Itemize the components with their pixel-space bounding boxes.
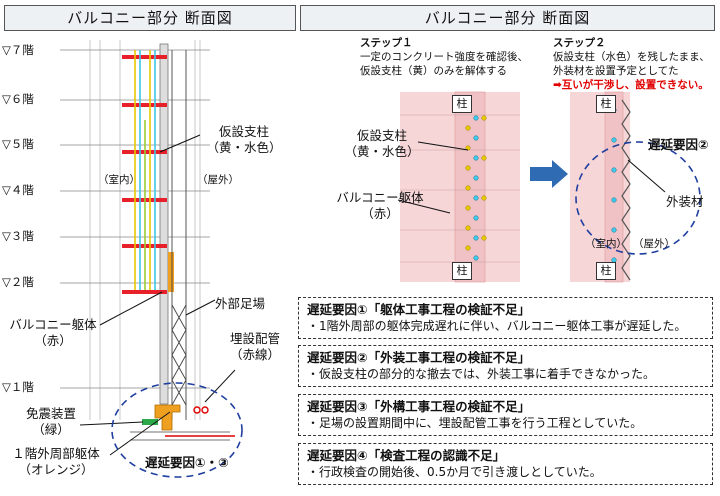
floor-7-label: ▽７階 bbox=[2, 43, 34, 57]
delay-factor-1-3-label: 遅延要因①・③ bbox=[145, 455, 229, 470]
exterior-material-label: 外装材 bbox=[666, 194, 704, 209]
reason-body-3: ・足場の設置期間中に、埋設配管工事を行う工程としていた。 bbox=[307, 416, 643, 430]
temp-support-label: 仮設支柱 （黄・水色） bbox=[206, 124, 282, 155]
outdoor-label: （屋外） bbox=[197, 174, 239, 186]
reason-title-1: 遅延要因①「躯体工事工程の検証不足」 bbox=[307, 302, 531, 317]
right-indoor-label: （室内） bbox=[585, 238, 627, 250]
step1-text: ステップ１ 一定のコンクリート強度を確認後、 仮設支柱（黄）のみを解体する bbox=[360, 37, 528, 77]
reason-box-2: 遅延要因②「外装工事工程の検証不足」 ・仮設支柱の部分的な撤去では、外装工事に着… bbox=[298, 345, 713, 387]
scaffold-label: 外部足場 bbox=[215, 296, 266, 311]
reason-body-2: ・仮設支柱の部分的な撤去では、外装工事に着手できなかった。 bbox=[307, 367, 656, 381]
indoor-label: （室内） bbox=[98, 174, 140, 186]
step2-text: ステップ２ 仮設支柱（水色）を残したまま、 外装材を設置予定としてた ➡互いが干… bbox=[553, 37, 710, 91]
seismic-device-label: 免震装置 （緑） bbox=[25, 406, 76, 437]
pillar-label-step2-bottom: 柱 bbox=[596, 262, 616, 280]
right-section-drawing bbox=[397, 91, 701, 283]
delay-factor-2-label: 遅延要因② bbox=[648, 137, 709, 152]
reason-title-2: 遅延要因②「外装工事工程の検証不足」 bbox=[307, 350, 531, 365]
floor-4-label: ▽４階 bbox=[2, 183, 34, 197]
balcony-body-label: バルコニー躯体 （赤） bbox=[9, 317, 97, 348]
pillar-label-step2-top: 柱 bbox=[596, 95, 616, 113]
perimeter-body-label: １階外周部躯体 （オレンジ） bbox=[12, 446, 100, 477]
pillar-label-step1-bottom: 柱 bbox=[452, 262, 472, 280]
floor-5-label: ▽５階 bbox=[2, 137, 34, 151]
reason-body-1: ・1階外周部の躯体完成遅れに伴い、バルコニー躯体工事が遅延した。 bbox=[307, 319, 687, 333]
reason-box-1: 遅延要因①「躯体工事工程の検証不足」 ・1階外周部の躯体完成遅れに伴い、バルコニ… bbox=[298, 297, 713, 339]
left-section-drawing bbox=[60, 40, 243, 478]
reason-title-3: 遅延要因③「外構工事工程の検証不足」 bbox=[307, 399, 531, 414]
floor-2-label: ▽２階 bbox=[2, 275, 34, 289]
right-temp-support-label: 仮設支柱 （黄・水色） bbox=[344, 128, 420, 159]
reason-box-4: 遅延要因④「検査工程の認識不足」 ・行政検査の開始後、0.5か月で引き渡しとして… bbox=[298, 443, 713, 485]
left-panel-title: バルコニー部分 断面図 bbox=[4, 5, 296, 31]
floor-6-label: ▽６階 bbox=[2, 92, 34, 106]
reason-title-4: 遅延要因④「検査工程の認識不足」 bbox=[307, 448, 506, 463]
right-balcony-body-label: バルコニー躯体 （赤） bbox=[336, 190, 424, 221]
floor-3-label: ▽３階 bbox=[2, 229, 34, 243]
right-panel-title: バルコニー部分 断面図 bbox=[300, 5, 715, 31]
buried-pipe-label: 埋設配管 （赤線） bbox=[229, 331, 280, 362]
pillar-label-step1-top: 柱 bbox=[452, 95, 472, 113]
floor-1-label: ▽１階 bbox=[2, 380, 34, 394]
reason-box-3: 遅延要因③「外構工事工程の検証不足」 ・足場の設置期間中に、埋設配管工事を行う工… bbox=[298, 394, 713, 436]
right-outdoor-label: （屋外） bbox=[633, 238, 675, 250]
reason-body-4: ・行政検査の開始後、0.5か月で引き渡しとしていた。 bbox=[307, 465, 602, 479]
